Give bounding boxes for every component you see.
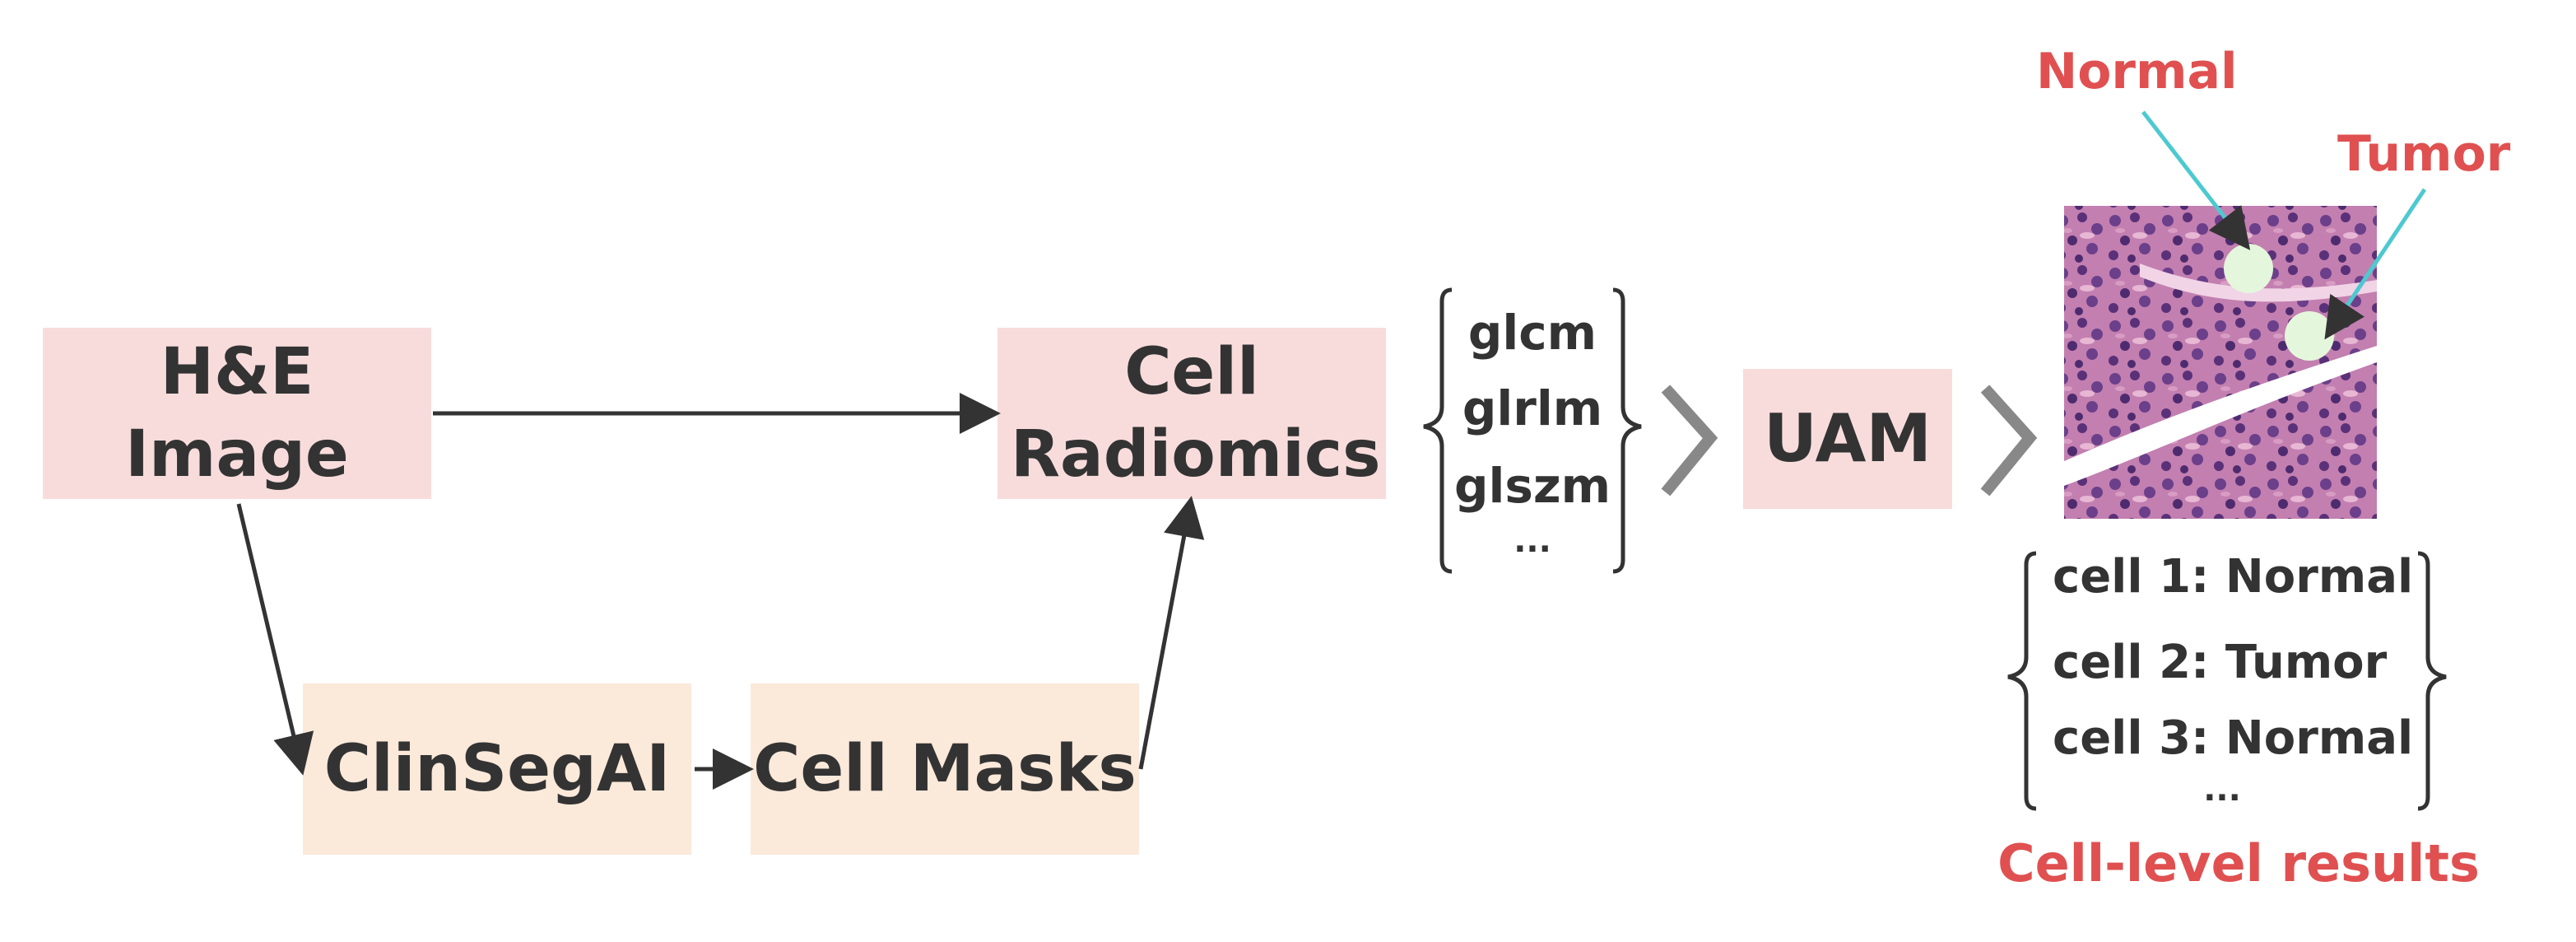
tumor-leader-line [2324, 188, 2427, 340]
normal-label: Normal [2036, 43, 2238, 100]
clinsegai-label: ClinSegAI [323, 732, 671, 806]
cell-radiomics-box: Cell Radiomics [997, 328, 1386, 499]
features-left-brace [1423, 287, 1453, 574]
result-cell-3: cell 3: Normal [2053, 711, 2414, 765]
result-cell-2: cell 2: Tumor [2053, 636, 2388, 689]
arrow-masks-to-radiomics [1138, 496, 1205, 770]
feature-glszm: glszm [1453, 458, 1611, 514]
result-cell-1: cell 1: Normal [2053, 550, 2414, 604]
uam-box: UAM [1743, 369, 1952, 509]
cell-radiomics-label: Cell Radiomics [1011, 335, 1381, 492]
tumor-cell-marker [2285, 311, 2334, 361]
arrow-he-to-clinsegai [236, 503, 314, 776]
chevron-uam-to-image [1980, 385, 2038, 497]
he-tissue-image [2064, 206, 2377, 519]
cell-masks-label: Cell Masks [753, 732, 1137, 806]
results-caption: Cell-level results [1997, 833, 2480, 893]
normal-leader-line [2141, 110, 2251, 250]
feature-glcm: glcm [1467, 305, 1597, 361]
chevron-features-to-uam [1661, 385, 1718, 497]
normal-cell-marker [2224, 244, 2273, 293]
results-left-brace [2007, 551, 2037, 811]
result-ellipsis: ... [2203, 771, 2241, 809]
he-image-box: H&E Image [43, 328, 431, 499]
clinsegai-box: ClinSegAI [303, 683, 691, 855]
he-image-label: H&E Image [125, 335, 349, 492]
results-right-brace [2417, 551, 2447, 811]
cell-masks-box: Cell Masks [751, 683, 1139, 855]
feature-glrlm: glrlm [1462, 380, 1603, 436]
features-right-brace [1612, 287, 1642, 574]
uam-label: UAM [1763, 400, 1932, 477]
feature-ellipsis: ... [1514, 522, 1551, 560]
tumor-label: Tumor [2337, 125, 2511, 183]
